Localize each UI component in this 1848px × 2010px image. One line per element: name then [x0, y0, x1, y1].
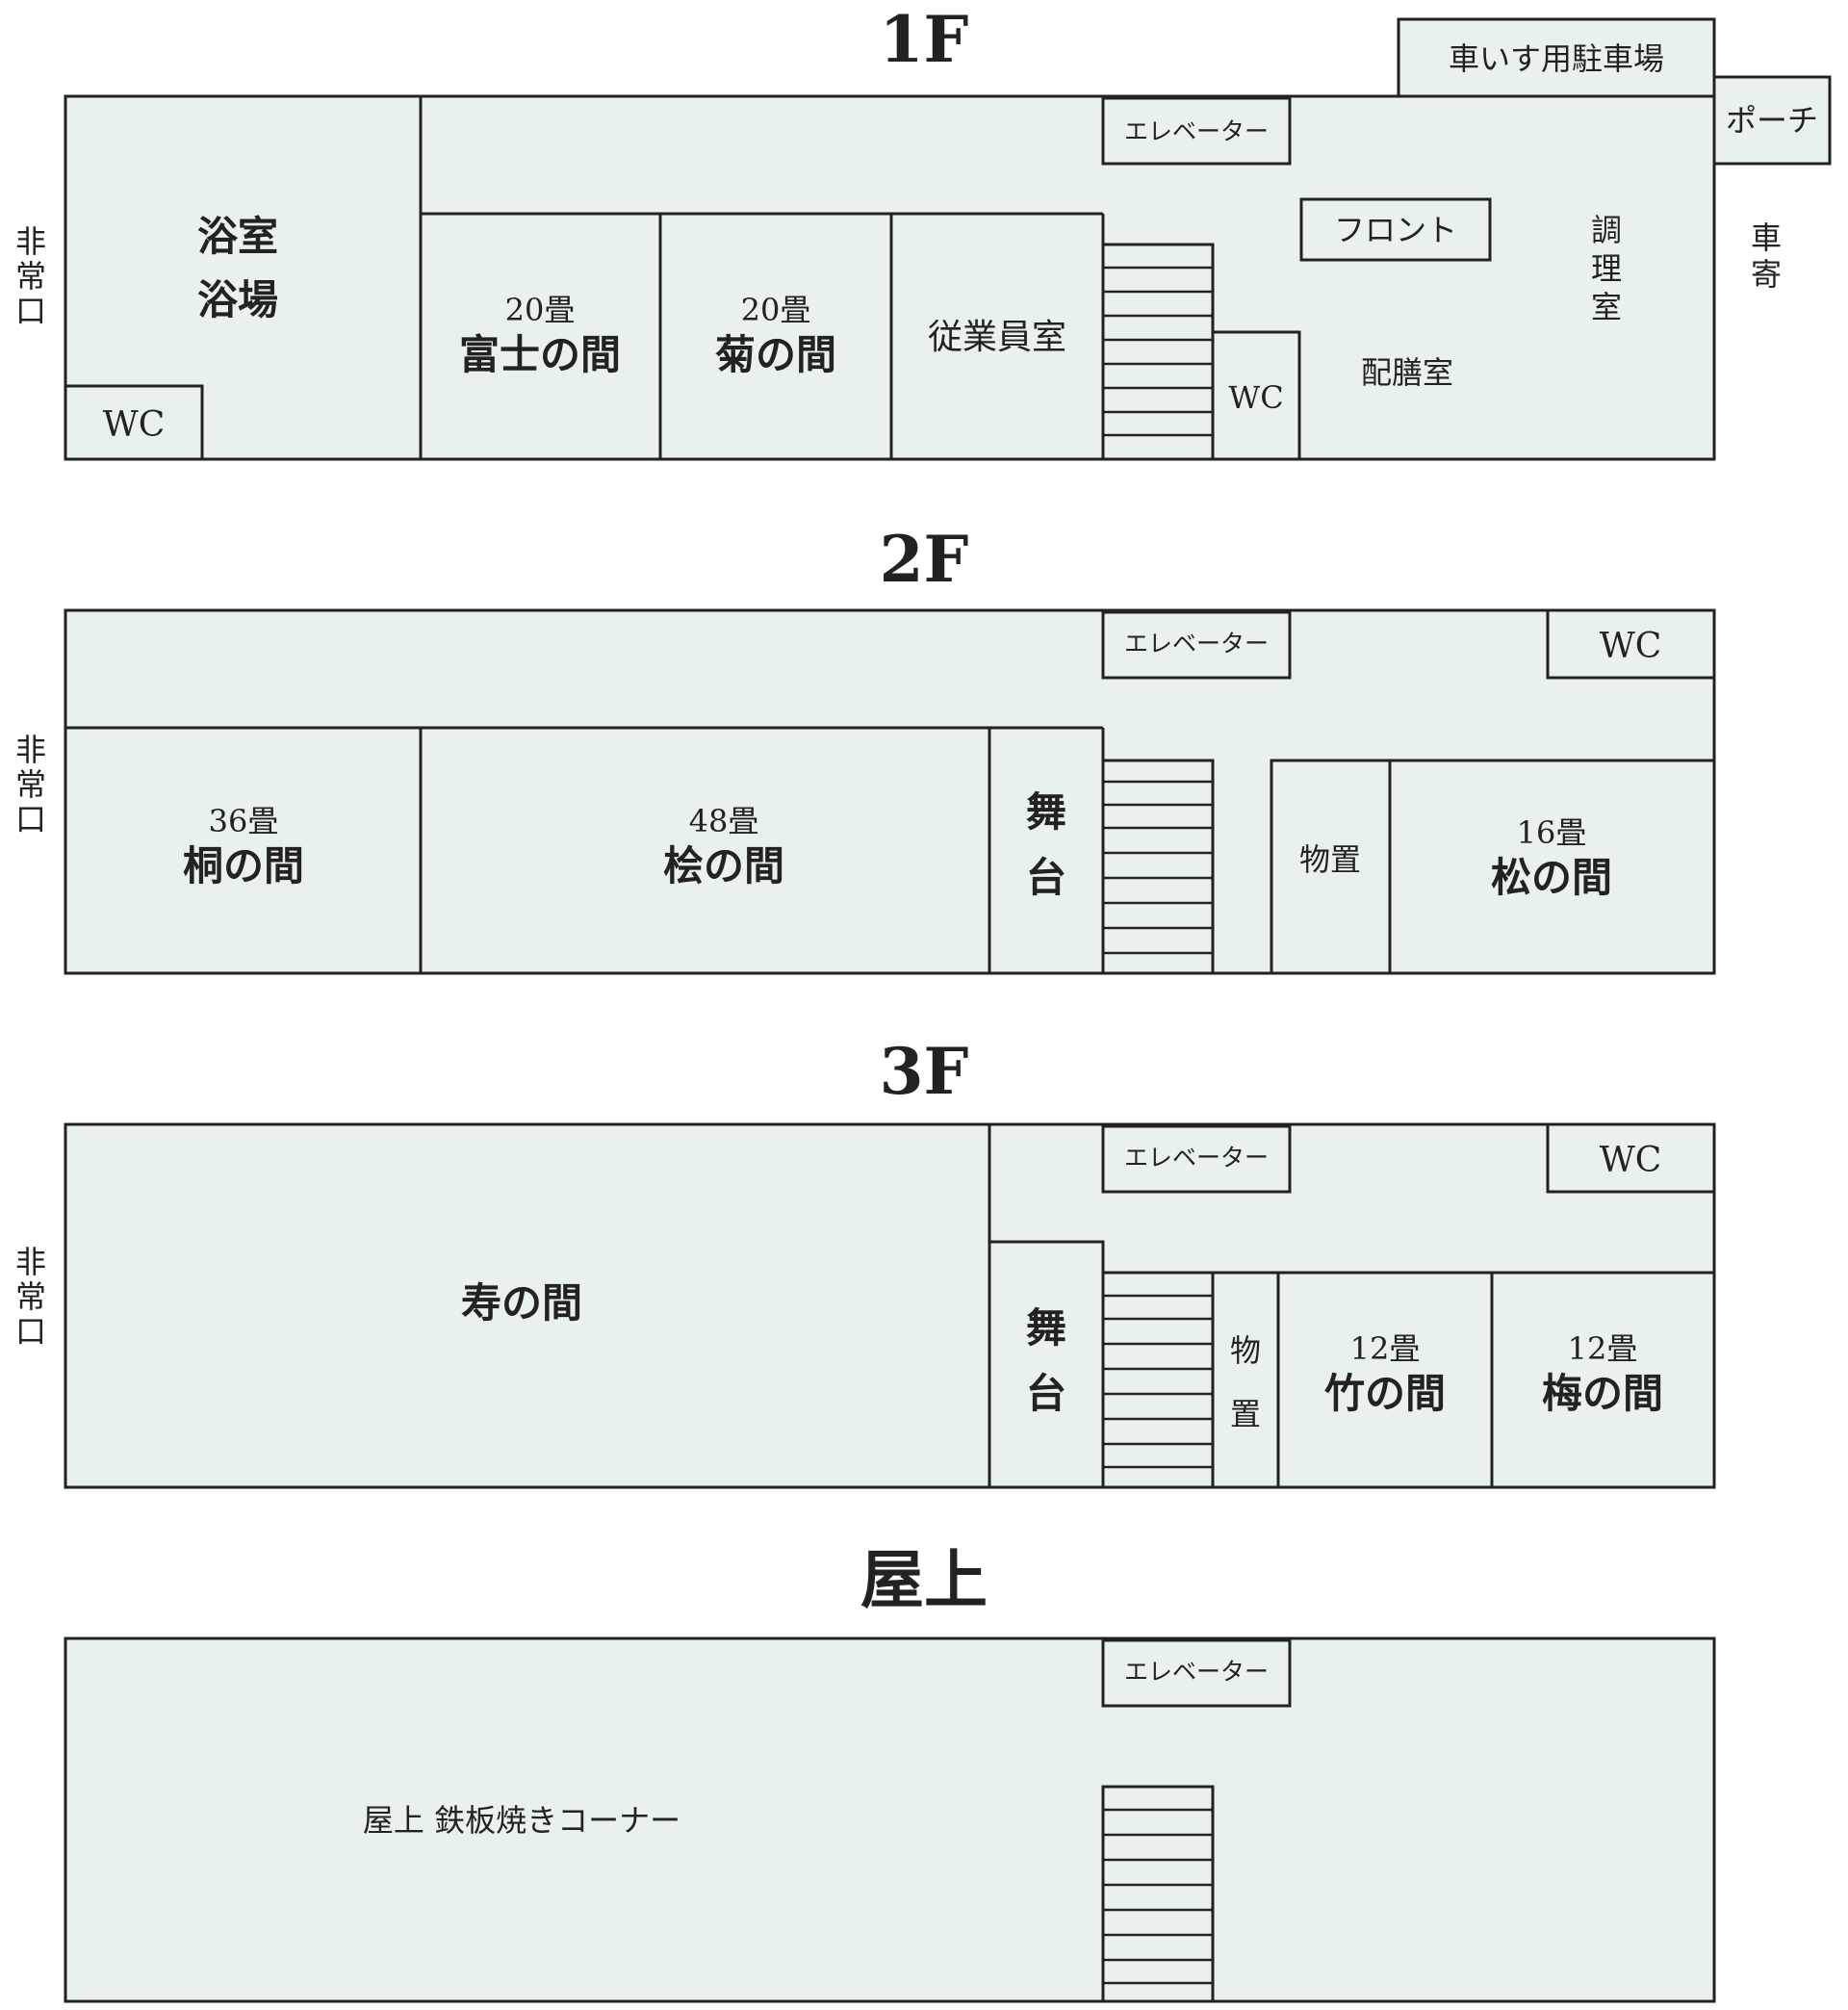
stage-2f-2: 台: [1026, 854, 1066, 901]
elevator-2f-label: エレベーター: [1124, 630, 1269, 657]
elevator-3f-label: エレベーター: [1124, 1144, 1269, 1172]
wc-2f-label: WC: [1600, 627, 1662, 666]
porch[interactable]: [1712, 75, 1832, 166]
floor-title-2f: 2F: [880, 522, 969, 597]
porch-label: ポーチ: [1726, 102, 1818, 139]
staff-room: 従業員室: [928, 318, 1066, 357]
kitchen-2: 理: [1591, 250, 1622, 287]
stage-3f[interactable]: [988, 1240, 1105, 1489]
storage-3f-2: 置: [1230, 1396, 1261, 1432]
matsu-size: 16畳: [1517, 814, 1587, 851]
hinoki-name: 桧の間: [663, 842, 784, 889]
stairs-1f[interactable]: [1101, 243, 1215, 461]
floor-title-3f: 3F: [880, 1034, 969, 1109]
emergency-exit-1f-2: 常: [15, 258, 46, 295]
floor-roof-outline: [64, 1636, 1716, 2003]
elevator-roof[interactable]: [1101, 1638, 1292, 1708]
emergency-exit-2f-1: 非: [15, 732, 46, 768]
kitchen-1: 調: [1591, 212, 1622, 248]
emergency-exit-3f-3: 口: [15, 1313, 46, 1350]
storage-2f-label: 物置: [1299, 841, 1361, 878]
emergency-exit-3f-1: 非: [15, 1244, 46, 1280]
elevator-roof-label: エレベーター: [1124, 1658, 1269, 1686]
fuji-size: 20畳: [505, 292, 576, 328]
wheelchair-parking-label: 車いす用駐車場: [1449, 40, 1664, 77]
stairs-3f[interactable]: [1101, 1271, 1215, 1489]
wc-bath-label: WC: [103, 405, 166, 445]
fuji-name: 富士の間: [459, 331, 621, 378]
bath-label-2: 浴場: [197, 276, 278, 323]
wheelchair-parking[interactable]: [1397, 17, 1716, 98]
wc-3f[interactable]: [1546, 1122, 1716, 1194]
floor-1f: 1F 車いす用駐車場 ポーチ 非 常 口 車 寄 浴室 浴場 WC 20畳 富士…: [15, 2, 1832, 461]
serving-room: 配膳室: [1361, 354, 1453, 391]
kotobuki-name: 寿の間: [461, 1279, 582, 1327]
kiku-name: 菊の間: [715, 331, 836, 378]
emergency-exit-2f-3: 口: [15, 801, 46, 838]
hinoki-size: 48畳: [689, 803, 759, 839]
stage-3f-2: 台: [1026, 1370, 1066, 1417]
take-room[interactable]: [1276, 1271, 1494, 1489]
emergency-exit-1f-3: 口: [15, 293, 46, 329]
emergency-exit-2f-2: 常: [15, 766, 46, 803]
stairs-roof[interactable]: [1101, 1785, 1215, 2003]
matsu-name: 松の間: [1491, 854, 1612, 901]
car-approach-1: 車: [1751, 219, 1782, 256]
take-size: 12畳: [1350, 1330, 1421, 1367]
kiri-name: 桐の間: [183, 842, 304, 889]
ume-size: 12畳: [1568, 1330, 1638, 1367]
front-desk-label: フロント: [1334, 212, 1457, 248]
ume-name: 梅の間: [1542, 1370, 1663, 1417]
emergency-exit-1f-1: 非: [15, 223, 46, 260]
wc-stairside[interactable]: [1211, 330, 1301, 461]
front-desk[interactable]: [1299, 197, 1492, 262]
floor-2f: 2F 非 常 口 36畳 桐の間 48畳 桧の間 舞 台 エレベーター WC: [15, 522, 1716, 975]
stairs-2f[interactable]: [1101, 759, 1215, 975]
floor-3f: 3F 非 常 口 寿の間 舞 台 エレベーター WC: [15, 1034, 1716, 1489]
kiku-size: 20畳: [741, 292, 811, 328]
bath-label-1: 浴室: [197, 213, 278, 260]
floor-roof: 屋上 エレベーター 屋上 鉄板焼きコーナー: [64, 1542, 1716, 2003]
wc-stairside-label: WC: [1228, 379, 1283, 416]
emergency-exit-3f-2: 常: [15, 1278, 46, 1315]
ume-room[interactable]: [1490, 1271, 1716, 1489]
storage-3f-1: 物: [1230, 1332, 1261, 1369]
kitchen-3: 室: [1591, 289, 1622, 325]
wc-2f[interactable]: [1546, 608, 1716, 680]
elevator-2f[interactable]: [1101, 610, 1292, 680]
wc-3f-label: WC: [1600, 1141, 1662, 1180]
elevator-1f[interactable]: [1101, 96, 1292, 166]
elevator-1f-label: エレベーター: [1124, 117, 1269, 145]
wc-bath[interactable]: [64, 384, 204, 461]
floor-title-roof: 屋上: [860, 1542, 988, 1617]
storage-2f[interactable]: [1270, 759, 1392, 975]
elevator-3f[interactable]: [1101, 1124, 1292, 1194]
matsu-room[interactable]: [1388, 759, 1716, 975]
teppanyaki-corner: 屋上 鉄板焼きコーナー: [363, 1802, 680, 1839]
storage-3f[interactable]: [1211, 1271, 1280, 1489]
stage-3f-1: 舞: [1026, 1304, 1066, 1352]
floor-title-1f: 1F: [880, 2, 969, 77]
take-name: 竹の間: [1324, 1370, 1446, 1417]
car-approach-2: 寄: [1751, 256, 1782, 293]
kiri-size: 36畳: [209, 803, 279, 839]
stage-2f-1: 舞: [1026, 788, 1066, 836]
